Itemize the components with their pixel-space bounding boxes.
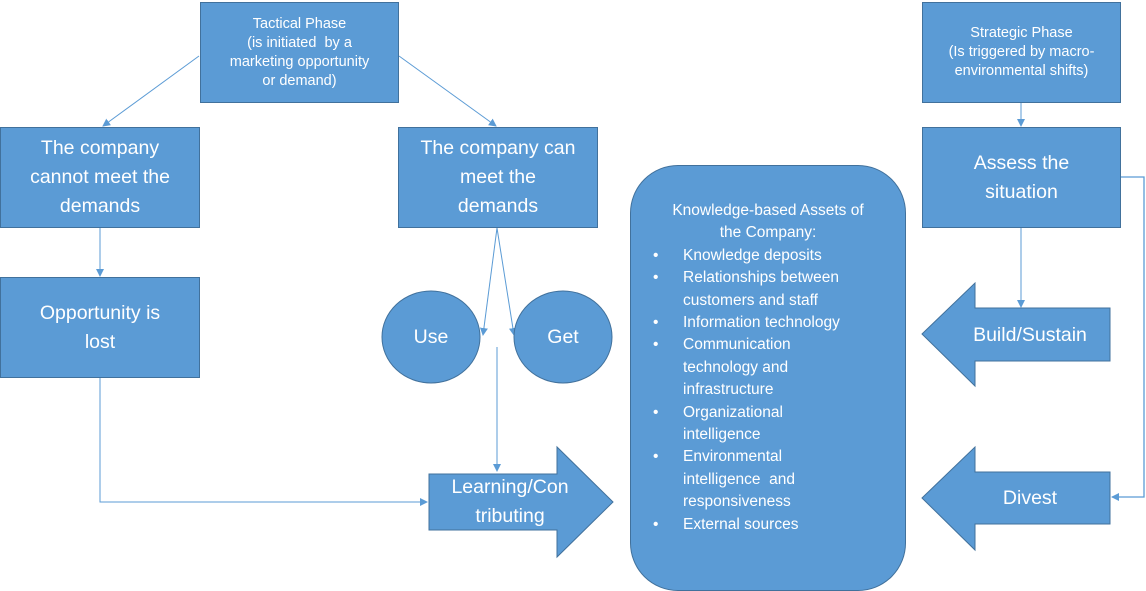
connector-tactical-to-can-meet [398, 55, 497, 127]
title-line: the Company: [719, 224, 817, 242]
box-line: demands [457, 195, 539, 217]
cannot-meet-demands-box[interactable]: The company cannot meet the demands [0, 127, 200, 228]
tactical-phase-line: or demand) [262, 72, 337, 89]
connector-tactical-to-cannot-meet [102, 55, 200, 127]
box-line: meet the [460, 166, 536, 188]
knowledge-assets-list: Knowledge deposits Relationships between… [631, 245, 905, 537]
box-line: The company [40, 137, 160, 159]
build-sustain-arrow[interactable] [921, 281, 1111, 388]
asset-line: intelligence [683, 426, 761, 444]
use-circle[interactable] [381, 290, 481, 384]
use-label: Use [413, 325, 449, 348]
asset-item: Knowledge deposits [653, 245, 905, 268]
box-line: lost [84, 330, 116, 353]
box-line: situation [985, 180, 1058, 203]
build-sustain-label: Build/Sustain [973, 323, 1087, 346]
strategic-phase-line: (Is triggered by macro- [948, 44, 1095, 60]
learning-contributing-label: Learning/Con tributing [429, 473, 591, 531]
strategic-phase-line: Strategic Phase [970, 25, 1073, 41]
tactical-phase-line: (is initiated by a [247, 34, 352, 51]
asset-line: intelligence and [683, 470, 796, 488]
tactical-phase-line: marketing opportunity [229, 53, 370, 70]
box-line: Opportunity is [39, 301, 161, 324]
asset-item: Environmental intelligence and responsiv… [653, 446, 905, 513]
title-line: Knowledge-based Assets of [672, 202, 864, 219]
asset-line: Communication [683, 336, 791, 354]
box-line: The company can [420, 137, 576, 159]
asset-line: technology and [683, 358, 789, 376]
get-label: Get [547, 325, 579, 348]
divest-label: Divest [1002, 486, 1058, 509]
asset-line: infrastructure [683, 381, 774, 399]
connector-can-meet-to-use [479, 227, 498, 336]
tactical-phase-line: Tactical Phase [252, 15, 347, 32]
box-line: demands [59, 195, 141, 217]
asset-line: External sources [683, 515, 799, 533]
asset-line: Information technology [683, 314, 840, 332]
asset-item: Relationships between customers and staf… [653, 267, 905, 312]
connector-opportunity-lost-to-learning [99, 378, 428, 506]
connector-can-meet-to-get [496, 227, 517, 336]
asset-line: customers and staff [683, 291, 818, 309]
asset-item: Organizational intelligence [653, 402, 905, 447]
strategic-phase-box[interactable]: Strategic Phase (Is triggered by macro- … [922, 2, 1121, 103]
asset-line: Relationships between [683, 269, 839, 287]
opportunity-lost-box[interactable]: Opportunity is lost [0, 277, 200, 378]
assess-situation-box[interactable]: Assess the situation [922, 127, 1121, 228]
label-line: Learning/Con [451, 476, 569, 498]
asset-line: Environmental [683, 448, 783, 466]
asset-item: External sources [653, 514, 905, 537]
asset-line: Organizational [683, 403, 783, 421]
box-line: cannot meet the [30, 166, 170, 188]
connector-assess-to-divest [1111, 176, 1145, 501]
asset-line: responsiveness [683, 493, 791, 511]
knowledge-assets-title: Knowledge-based Assets of the Company: [631, 200, 905, 245]
tactical-phase-box[interactable]: Tactical Phase (is initiated by a market… [200, 2, 399, 103]
asset-item: Communication technology and infrastruct… [653, 334, 905, 401]
label-line: tributing [475, 505, 545, 527]
can-meet-demands-box[interactable]: The company can meet the demands [398, 127, 598, 228]
strategic-phase-line: environmental shifts) [954, 63, 1089, 79]
knowledge-assets-box[interactable]: Knowledge-based Assets of the Company: K… [630, 165, 906, 591]
divest-arrow[interactable] [921, 445, 1111, 552]
asset-line: Knowledge deposits [683, 246, 822, 264]
learning-contributing-arrow[interactable] [428, 445, 614, 559]
box-line: Assess the [973, 151, 1070, 174]
asset-item: Information technology [653, 312, 905, 335]
get-circle[interactable] [513, 290, 613, 384]
